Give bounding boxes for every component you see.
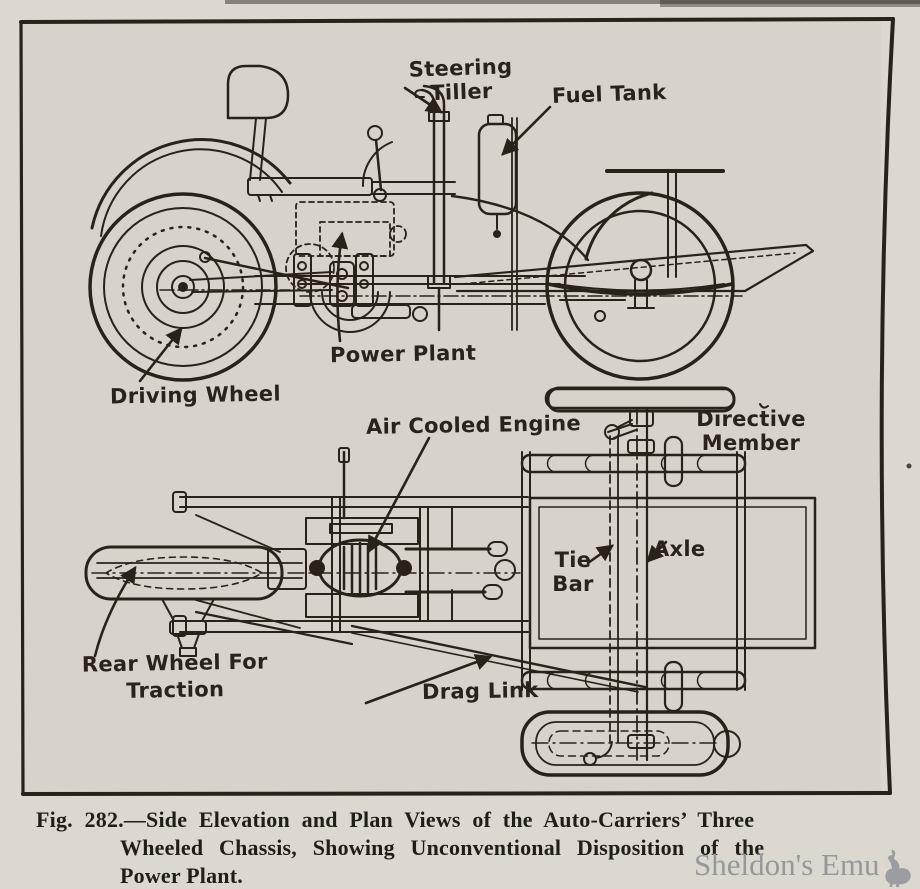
drag-link-arrow bbox=[364, 654, 493, 705]
label-power-plant: Power Plant bbox=[329, 340, 477, 368]
label-drag-link: Drag Link bbox=[421, 677, 539, 705]
hand-lever bbox=[361, 125, 393, 202]
steering-tiller-arrow bbox=[403, 86, 444, 114]
figure-caption: Fig. 282.—Side Elevation and Plan Views … bbox=[36, 806, 892, 889]
chassis-diagram bbox=[19, 0, 920, 796]
axle-drawing bbox=[627, 406, 655, 762]
air-cooled-engine-arrow bbox=[367, 436, 431, 554]
caption-line-1: Fig. 282.—Side Elevation and Plan Views … bbox=[36, 807, 755, 832]
drag-link-drawing bbox=[350, 624, 647, 693]
label-rear-wheel-for-traction: Rear Wheel For Traction bbox=[81, 649, 268, 703]
fuel-tank-arrow bbox=[501, 105, 552, 156]
front-spring-plan bbox=[520, 710, 741, 777]
scan-artifacts bbox=[225, 0, 920, 469]
flat-bed bbox=[453, 243, 815, 293]
watermark-text: Sheldon's Emu bbox=[694, 847, 880, 882]
plan-frame bbox=[172, 491, 529, 646]
axle-arrow bbox=[646, 540, 668, 563]
figure-border bbox=[19, 17, 895, 796]
steering-tiller-drawing bbox=[414, 84, 451, 332]
tie-rods bbox=[404, 541, 508, 600]
label-arrows bbox=[93, 86, 668, 705]
watermark: Sheldon's Emu bbox=[694, 847, 914, 887]
emu-icon bbox=[884, 849, 911, 887]
rear-wheel-arrow bbox=[93, 565, 137, 658]
label-directive-member: Directive Member bbox=[696, 407, 806, 455]
tie-bar-drawing bbox=[583, 419, 633, 766]
label-tie-bar: Tie Bar bbox=[552, 548, 594, 596]
driving-wheel-drawing bbox=[88, 138, 292, 382]
seat bbox=[226, 64, 373, 202]
driving-wheel-arrow bbox=[138, 327, 183, 383]
caption-line-3: Power Plant. bbox=[120, 863, 243, 888]
label-axle: Axle bbox=[653, 537, 706, 561]
caption-line-2: Wheeled Chassis, Showing Unconventional … bbox=[120, 835, 765, 860]
label-steering-tiller: Steering Tiller bbox=[408, 54, 513, 106]
label-air-cooled-engine: Air Cooled Engine bbox=[365, 411, 582, 439]
rear-wheel-plan-drawing bbox=[84, 545, 521, 657]
power-plant-arrow bbox=[331, 231, 349, 343]
air-cooled-engine-drawing bbox=[305, 447, 419, 618]
label-fuel-tank: Fuel Tank bbox=[551, 80, 667, 108]
tie-bar-arrow bbox=[586, 544, 615, 565]
engine-mounts bbox=[293, 253, 428, 333]
label-driving-wheel: Driving Wheel bbox=[109, 381, 282, 409]
directive-member-drawing bbox=[546, 386, 736, 713]
